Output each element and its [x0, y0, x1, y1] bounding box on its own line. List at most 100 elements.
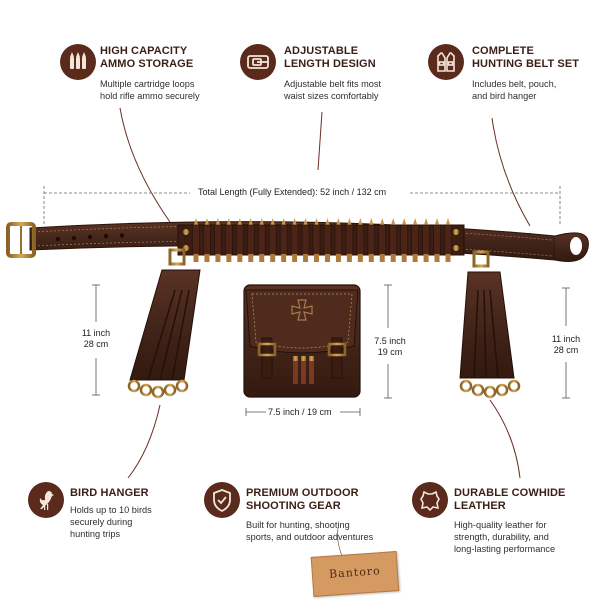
cartridge-loop: [444, 224, 452, 256]
cartridge-base: [314, 254, 320, 262]
rivets: [183, 229, 459, 251]
cartridge-loop: [246, 224, 255, 256]
cartridges-icon: [60, 44, 96, 80]
cartridge-base: [292, 254, 298, 262]
cartridge-tip: [357, 218, 363, 226]
cartridge-base: [226, 254, 232, 262]
cartridge-tip: [368, 218, 374, 226]
total-length-label: Total Length (Fully Extended): 52 inch /…: [198, 187, 387, 197]
shield-check-icon: [204, 482, 240, 518]
cartridge-base: [434, 254, 440, 262]
cartridge-base: [412, 254, 418, 262]
belt-buckle-icon: [240, 44, 276, 80]
left-bird-hanger: [127, 248, 201, 399]
cartridge-loop: [345, 224, 354, 256]
total-length-measure: [43, 186, 561, 225]
belt-holes: [55, 233, 125, 242]
cartridge-tip: [292, 218, 298, 226]
cartridge-tip: [379, 218, 385, 226]
cartridge-tip: [193, 218, 199, 226]
cartridge-tip: [204, 218, 210, 226]
cartridge-tip: [324, 218, 330, 226]
cartridge-base: [445, 254, 451, 262]
cartridge-loop: [323, 224, 332, 256]
brand-tag: Bantoro: [310, 551, 400, 597]
bird-icon: [28, 482, 64, 518]
cartridge-tip: [401, 218, 407, 226]
cartridge-base: [303, 254, 309, 262]
cartridge-loop: [378, 224, 387, 256]
cartridge-loop: [422, 224, 430, 256]
cartridge-loop: [214, 224, 222, 256]
cartridge-tip: [390, 218, 396, 226]
cartridge-loop: [192, 224, 200, 256]
cartridge-tip: [423, 218, 429, 226]
cowhide-icon: [412, 482, 448, 518]
cartridge-base: [379, 254, 385, 262]
cartridge-tip: [303, 218, 309, 226]
cartridge-base: [204, 254, 210, 262]
cartridge-tip: [237, 218, 243, 226]
cartridge-tip: [281, 218, 287, 226]
cartridge-tip: [445, 218, 451, 226]
cartridge-base: [401, 254, 407, 262]
brand-tag-text: Bantoro: [328, 564, 382, 581]
cartridge-loop: [400, 224, 408, 256]
cartridge-base: [270, 254, 276, 262]
cartridge-base: [368, 254, 374, 262]
cartridge-tip: [248, 218, 254, 226]
cartridge-loop: [236, 224, 244, 256]
cartridge-tip: [412, 218, 418, 226]
cartridge-tip: [215, 218, 221, 226]
cartridge-loop: [356, 224, 365, 256]
cartridge-tip: [314, 218, 320, 226]
cartridge-loop: [433, 224, 441, 256]
cartridge-loop: [367, 224, 376, 256]
cartridge-base: [346, 254, 352, 262]
bird-hanger-title: BIRD HANGER: [70, 487, 149, 499]
cartridge-base: [193, 254, 199, 262]
leather-pouch: [243, 284, 361, 398]
cartridge-base: [324, 254, 330, 262]
cartridge-loop: [203, 224, 211, 256]
pouch-width: 7.5 inch / 19 cm: [268, 407, 332, 417]
cartridge-base: [335, 254, 341, 262]
cartridge-loop: [279, 224, 288, 256]
cartridge-tip: [259, 218, 265, 226]
height-measures: [92, 284, 570, 416]
cartridge-loop: [268, 224, 277, 256]
cartridge-base: [423, 254, 429, 262]
cartridge-loop: [411, 224, 419, 256]
callout-lines: [119, 107, 531, 479]
cartridge-loop: [334, 224, 343, 256]
cartridge-loop: [257, 224, 266, 256]
cartridge-loop: [301, 224, 310, 256]
cartridge-tip: [434, 218, 440, 226]
cartridge-base: [390, 254, 396, 262]
cartridge-loop: [389, 224, 398, 256]
cartridge-base: [357, 254, 363, 262]
cartridge-tip: [335, 218, 341, 226]
cartridge-tip: [226, 218, 232, 226]
complete-set-desc: Includes belt, pouch,and bird hanger: [472, 79, 557, 101]
right-bird-hanger: [459, 250, 521, 399]
cartridge-base: [259, 254, 265, 262]
cartridge-loop: [312, 224, 321, 256]
cartridge-base: [248, 254, 254, 262]
hunting-vest-icon: [428, 44, 464, 80]
cartridge-base: [281, 254, 287, 262]
cartridge-loops: [192, 218, 452, 262]
cartridge-base: [237, 254, 243, 262]
